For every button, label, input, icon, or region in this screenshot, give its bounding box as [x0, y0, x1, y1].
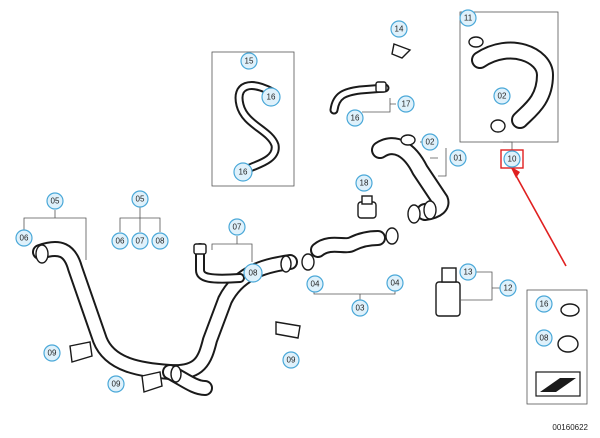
svg-text:07: 07: [136, 237, 145, 246]
clips-09: [69, 321, 301, 393]
svg-text:11: 11: [464, 14, 473, 23]
callout-05: 05: [46, 192, 64, 210]
svg-text:06: 06: [20, 234, 29, 243]
callout-11: 11: [459, 9, 477, 27]
svg-text:16: 16: [540, 300, 549, 309]
callout-13: 13: [459, 263, 477, 281]
svg-text:16: 16: [267, 93, 276, 102]
callout-08: 08: [535, 329, 553, 347]
clip-14: [391, 43, 412, 59]
svg-text:07: 07: [233, 223, 242, 232]
svg-text:02: 02: [498, 92, 507, 101]
svg-text:09: 09: [287, 356, 296, 365]
callout-06: 06: [15, 229, 33, 247]
svg-text:13: 13: [464, 268, 473, 277]
callout-01: 01: [449, 149, 467, 167]
callout-18: 18: [355, 174, 373, 192]
callout-04: 04: [306, 275, 324, 293]
callout-16: 16: [346, 109, 364, 127]
highlight-arrow: [500, 149, 567, 267]
callout-05: 05: [131, 190, 149, 208]
svg-text:01: 01: [454, 154, 463, 163]
callout-12: 12: [499, 279, 517, 297]
callout-15: 15: [240, 52, 258, 70]
callout-08: 08: [243, 263, 263, 283]
svg-text:05: 05: [51, 197, 60, 206]
svg-text:16: 16: [351, 114, 360, 123]
lead-lines: [23, 98, 513, 301]
hose-11: [468, 36, 554, 133]
svg-text:12: 12: [504, 284, 513, 293]
callout-14: 14: [390, 20, 408, 38]
callout-02: 02: [493, 87, 511, 105]
callout-16: 16: [233, 162, 253, 182]
svg-text:17: 17: [402, 100, 411, 109]
svg-text:15: 15: [245, 57, 254, 66]
hose-17: [329, 81, 390, 115]
callout-02: 02: [421, 133, 439, 151]
callout-09: 09: [282, 351, 300, 369]
callout-06: 06: [111, 232, 129, 250]
svg-text:18: 18: [360, 179, 369, 188]
svg-text:09: 09: [48, 349, 57, 358]
hose-07: [193, 243, 245, 284]
callout-07: 07: [131, 232, 149, 250]
callout-07: 07: [228, 218, 246, 236]
part-13-bracket: [435, 267, 461, 317]
svg-text:08: 08: [156, 237, 165, 246]
svg-text:05: 05: [136, 195, 145, 204]
detail-frame-15: [211, 51, 295, 187]
svg-text:16: 16: [239, 168, 248, 177]
svg-text:03: 03: [356, 304, 365, 313]
callout-10: 10: [503, 150, 521, 168]
callout-16: 16: [261, 87, 281, 107]
svg-text:06: 06: [116, 237, 125, 246]
part-18: [357, 195, 377, 219]
legend-icons: [535, 303, 581, 397]
svg-text:09: 09: [112, 380, 121, 389]
callout-03: 03: [351, 299, 369, 317]
legend-frame: [526, 289, 588, 405]
callout-16: 16: [535, 295, 553, 313]
callout-17: 17: [397, 95, 415, 113]
svg-text:14: 14: [395, 25, 404, 34]
callout-09: 09: [43, 344, 61, 362]
svg-text:10: 10: [508, 155, 517, 164]
svg-text:04: 04: [311, 280, 320, 289]
svg-text:08: 08: [540, 334, 549, 343]
drawing-number: 00160622: [552, 423, 588, 432]
hose-01: [371, 134, 450, 224]
hose-15: [234, 81, 280, 173]
callout-04: 04: [386, 274, 404, 292]
hose-03: [301, 227, 399, 271]
svg-text:04: 04: [391, 279, 400, 288]
svg-text:02: 02: [426, 138, 435, 147]
callout-08: 08: [151, 232, 169, 250]
svg-text:08: 08: [249, 269, 258, 278]
callout-09: 09: [107, 375, 125, 393]
